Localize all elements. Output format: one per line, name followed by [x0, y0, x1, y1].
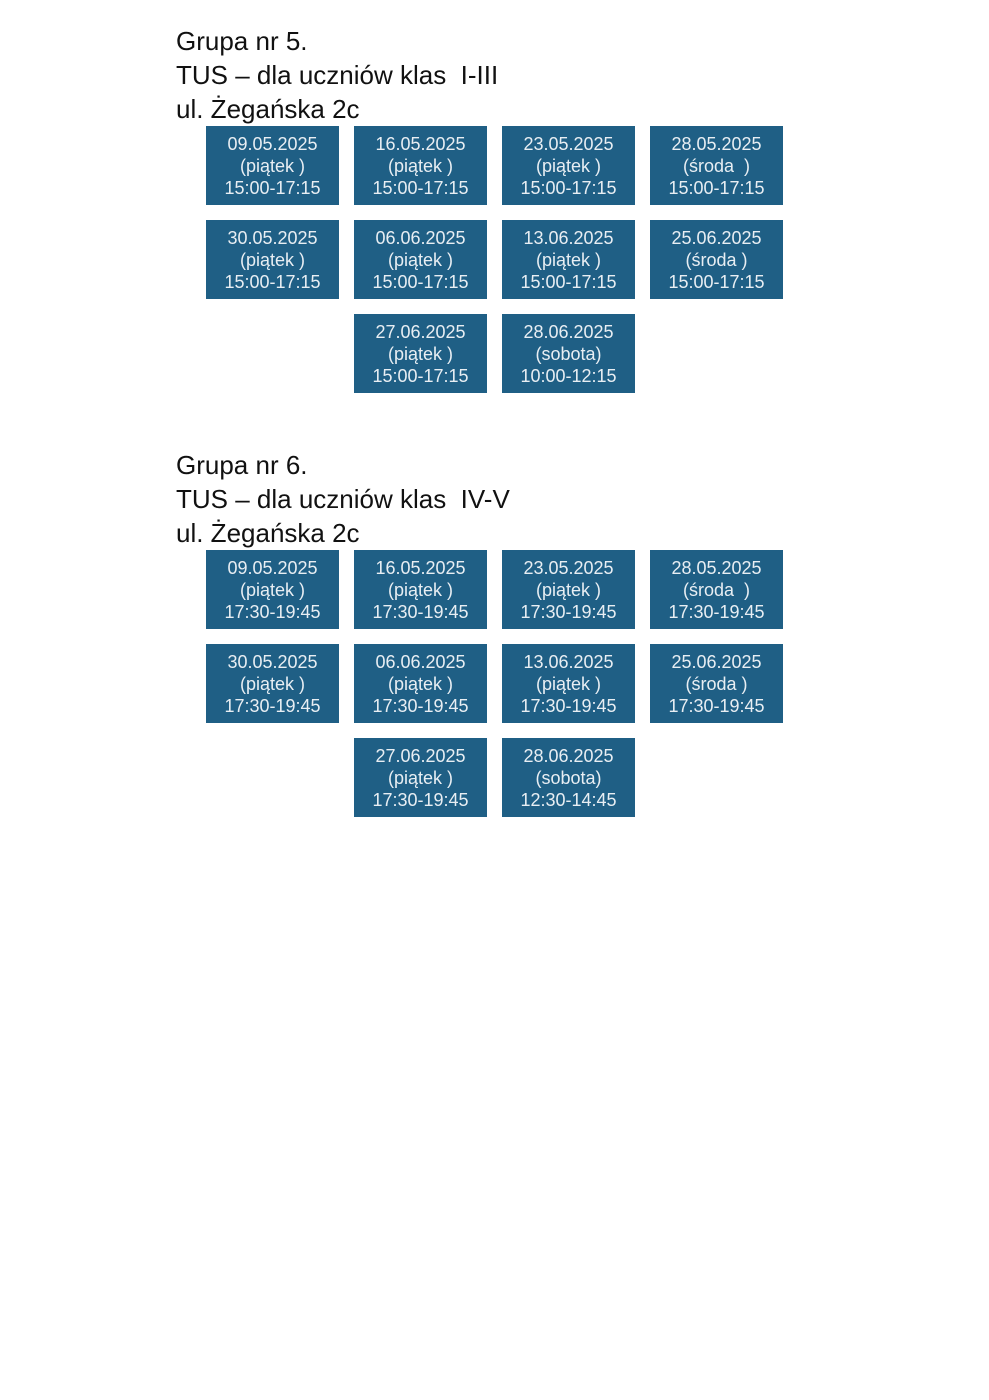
session-day: (piątek )	[535, 155, 602, 176]
session-box: 28.06.2025(sobota)10:00-12:15	[502, 314, 635, 393]
session-box: 25.06.2025(środa )17:30-19:45	[650, 644, 783, 723]
session-date: 09.05.2025	[227, 557, 318, 578]
session-box: 16.05.2025(piątek )15:00-17:15	[354, 126, 487, 205]
session-time: 17:30-19:45	[372, 789, 469, 810]
session-day: (piątek )	[387, 249, 454, 270]
session-box: 06.06.2025(piątek )15:00-17:15	[354, 220, 487, 299]
session-day: (środa )	[685, 249, 748, 270]
session-date: 28.05.2025	[671, 133, 762, 154]
session-day: (piątek )	[387, 767, 454, 788]
session-time: 17:30-19:45	[372, 695, 469, 716]
session-time: 15:00-17:15	[224, 177, 321, 198]
session-day: (piątek )	[387, 579, 454, 600]
session-box: 16.05.2025(piątek )17:30-19:45	[354, 550, 487, 629]
session-time: 17:30-19:45	[668, 695, 765, 716]
session-date: 23.05.2025	[523, 557, 614, 578]
session-box: 23.05.2025(piątek )15:00-17:15	[502, 126, 635, 205]
session-time: 15:00-17:15	[520, 271, 617, 292]
session-time: 17:30-19:45	[668, 601, 765, 622]
session-date: 27.06.2025	[375, 745, 466, 766]
session-time: 15:00-17:15	[372, 177, 469, 198]
session-time: 17:30-19:45	[372, 601, 469, 622]
session-time: 17:30-19:45	[520, 601, 617, 622]
group-address: ul. Żegańska 2c	[176, 94, 360, 124]
group-address: ul. Żegańska 2c	[176, 518, 360, 548]
session-day: (sobota)	[535, 767, 602, 788]
session-date: 06.06.2025	[375, 651, 466, 672]
session-time: 15:00-17:15	[224, 271, 321, 292]
session-date: 28.06.2025	[523, 745, 614, 766]
session-time: 12:30-14:45	[520, 789, 617, 810]
session-box: 27.06.2025(piątek )17:30-19:45	[354, 738, 487, 817]
group-subtitle: TUS – dla uczniów klas IV-V	[176, 484, 510, 514]
session-day: (piątek )	[535, 249, 602, 270]
group-subtitle: TUS – dla uczniów klas I-III	[176, 60, 499, 90]
session-date: 06.06.2025	[375, 227, 466, 248]
session-day: (piątek )	[239, 579, 306, 600]
session-box: 30.05.2025(piątek )17:30-19:45	[206, 644, 339, 723]
session-date: 28.06.2025	[523, 321, 614, 342]
session-day: (piątek )	[239, 673, 306, 694]
session-day: (piątek )	[387, 343, 454, 364]
group-heading: Grupa nr 5. TUS – dla uczniów klas I-III u…	[176, 24, 498, 126]
session-day: (piątek )	[387, 155, 454, 176]
session-date: 13.06.2025	[523, 227, 614, 248]
session-time: 17:30-19:45	[224, 695, 321, 716]
session-time: 17:30-19:45	[520, 695, 617, 716]
session-box: 25.06.2025(środa )15:00-17:15	[650, 220, 783, 299]
session-date: 23.05.2025	[523, 133, 614, 154]
session-time: 15:00-17:15	[520, 177, 617, 198]
session-time: 10:00-12:15	[520, 365, 617, 386]
session-box: 28.05.2025(środa )17:30-19:45	[650, 550, 783, 629]
session-day: (piątek )	[535, 673, 602, 694]
session-date: 16.05.2025	[375, 557, 466, 578]
session-day: (piątek )	[239, 249, 306, 270]
session-box: 30.05.2025(piątek )15:00-17:15	[206, 220, 339, 299]
session-date: 25.06.2025	[671, 227, 762, 248]
session-box: 13.06.2025(piątek )15:00-17:15	[502, 220, 635, 299]
session-date: 09.05.2025	[227, 133, 318, 154]
group-title: Grupa nr 6.	[176, 450, 308, 480]
session-box: 27.06.2025(piątek )15:00-17:15	[354, 314, 487, 393]
session-box: 09.05.2025(piątek )17:30-19:45	[206, 550, 339, 629]
session-time: 15:00-17:15	[372, 271, 469, 292]
session-box: 06.06.2025(piątek )17:30-19:45	[354, 644, 487, 723]
session-date: 16.05.2025	[375, 133, 466, 154]
session-time: 15:00-17:15	[668, 177, 765, 198]
session-day: (sobota)	[535, 343, 602, 364]
group-heading: Grupa nr 6. TUS – dla uczniów klas IV-V ul…	[176, 448, 510, 550]
session-date: 27.06.2025	[375, 321, 466, 342]
session-box: 28.05.2025(środa )15:00-17:15	[650, 126, 783, 205]
session-box: 09.05.2025(piątek )15:00-17:15	[206, 126, 339, 205]
session-time: 15:00-17:15	[668, 271, 765, 292]
session-day: (środa )	[682, 579, 751, 600]
session-time: 17:30-19:45	[224, 601, 321, 622]
session-date: 28.05.2025	[671, 557, 762, 578]
session-day: (piątek )	[387, 673, 454, 694]
group-title: Grupa nr 5.	[176, 26, 308, 56]
session-date: 30.05.2025	[227, 227, 318, 248]
session-box: 28.06.2025(sobota)12:30-14:45	[502, 738, 635, 817]
session-date: 30.05.2025	[227, 651, 318, 672]
session-day: (piątek )	[239, 155, 306, 176]
session-box: 23.05.2025(piątek )17:30-19:45	[502, 550, 635, 629]
session-day: (piątek )	[535, 579, 602, 600]
session-day: (środa )	[685, 673, 748, 694]
session-time: 15:00-17:15	[372, 365, 469, 386]
session-box: 13.06.2025(piątek )17:30-19:45	[502, 644, 635, 723]
session-day: (środa )	[682, 155, 751, 176]
session-date: 13.06.2025	[523, 651, 614, 672]
session-date: 25.06.2025	[671, 651, 762, 672]
